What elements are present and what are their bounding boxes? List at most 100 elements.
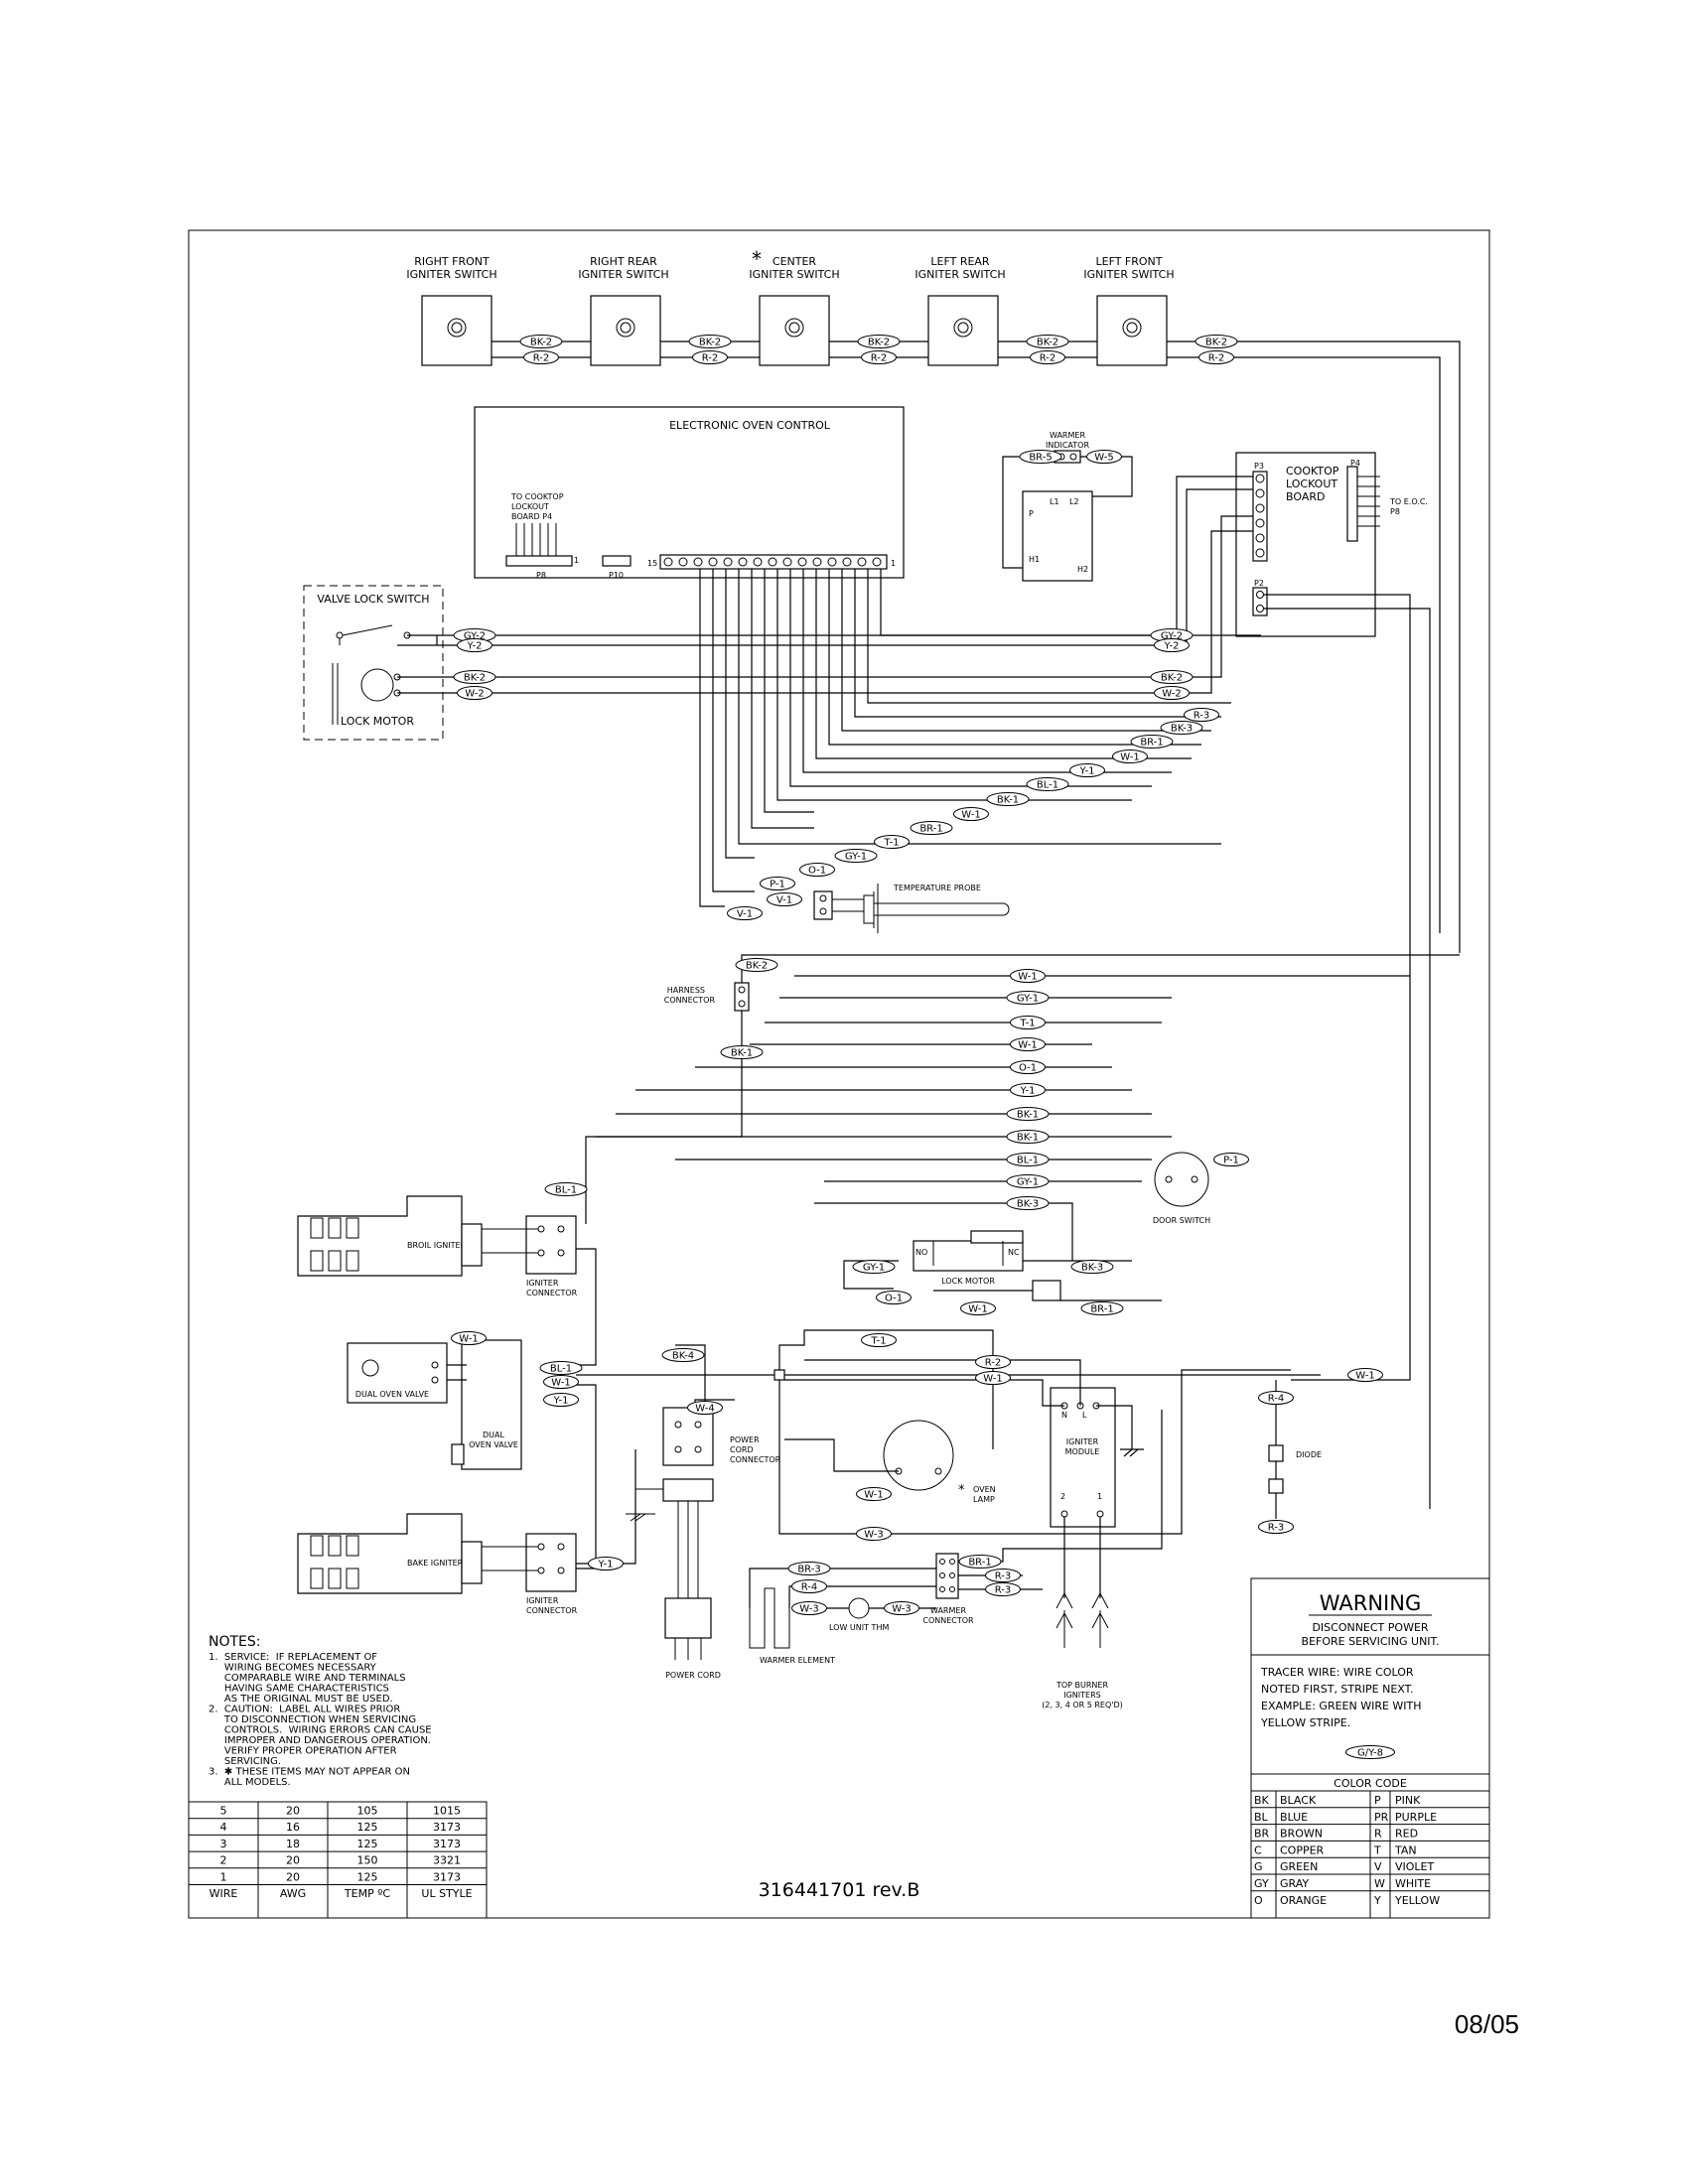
wire-tag-label: O-1 [808, 866, 826, 877]
wire-routing [397, 476, 1460, 1609]
color-code-abbr: W [1374, 1877, 1385, 1890]
dual-oven-valve-label: DUAL OVEN VALVE [355, 1390, 429, 1399]
wire-tag-label: R-4 [1268, 1394, 1285, 1405]
lock-motor-2-body [913, 1240, 1024, 1272]
nc-label: NC [1008, 1248, 1020, 1257]
color-code-abbr: T [1373, 1843, 1381, 1856]
wire-tag-label: R-3 [1268, 1523, 1285, 1534]
warmer-section: WARMER ELEMENT LOW UNIT THM WARMER CONNE… [749, 1553, 974, 1665]
lock-motor-icon [360, 668, 394, 702]
note-line: 1. SERVICE: IF REPLACEMENT OF [209, 1652, 377, 1663]
wire-tag-label: W-1 [864, 1490, 883, 1501]
switch-right-front-label-2: IGNITER SWITCH [406, 268, 496, 281]
switch-center [759, 295, 830, 366]
wire-tag-label: R-2 [985, 1358, 1002, 1369]
wire-tag-label: W-3 [892, 1604, 911, 1615]
wire-tag: R-2 [1030, 350, 1065, 364]
wire-tag-label: BK-4 [672, 1351, 694, 1362]
color-code-name: BLACK [1280, 1794, 1317, 1807]
wire-table-cell: 1 [220, 1870, 227, 1883]
wire-tag-label: BK-2 [746, 961, 768, 972]
broil-igniter-label: BROIL IGNITER [407, 1241, 467, 1250]
eoc-box [474, 406, 905, 579]
wire-tag-label: GY-1 [863, 1263, 885, 1274]
main-connector-pins [663, 557, 882, 567]
oven-lamp: * OVEN LAMP [883, 1420, 996, 1504]
pin1-label: 1 [891, 559, 896, 568]
wire-table-cell: 125 [357, 1838, 378, 1850]
module-2-label: 2 [1060, 1492, 1065, 1501]
top-burner-igniters-label-1: TOP BURNER [1055, 1681, 1108, 1690]
connector-pin [827, 557, 837, 567]
wire-tag: W-2 [457, 686, 492, 700]
color-code-name: PURPLE [1395, 1811, 1437, 1824]
note-line: 3. ✱ THESE ITEMS MAY NOT APPEAR ON [209, 1767, 410, 1778]
p10-label: P10 [609, 571, 624, 580]
wire-tag-label: T-1 [1019, 1019, 1035, 1029]
wire-tag: W-1 [543, 1375, 579, 1389]
dual-oven-valve-2-label-1: DUAL [483, 1431, 504, 1439]
note-line: SERVICING. [209, 1756, 281, 1767]
wire-table-cell: WIRE [210, 1887, 238, 1900]
wire-table-cell: 3 [220, 1838, 227, 1850]
igniter-module-label-2: MODULE [1065, 1447, 1100, 1456]
wire-tag-label: W-1 [968, 1304, 987, 1315]
wire-tag-label: BR-1 [968, 1558, 991, 1569]
wire-tag-label: W-4 [695, 1404, 714, 1415]
color-code-abbr: Y [1373, 1894, 1381, 1907]
color-code-abbr: PR [1374, 1811, 1389, 1824]
wire-tag-label: R-4 [801, 1582, 818, 1593]
wire-tag-label: BK-1 [731, 1048, 753, 1059]
door-switch-label: DOOR SWITCH [1153, 1216, 1210, 1225]
wire-tag: BK-2 [688, 335, 732, 348]
wire-tag: P-1 [760, 877, 795, 890]
wire-tag: GY-1 [852, 1260, 896, 1274]
wire-tag: W-1 [975, 1371, 1011, 1385]
wire-tag-label: BR-3 [797, 1565, 820, 1575]
p8-pin1: 1 [574, 556, 579, 565]
p3-label: P3 [1254, 462, 1264, 471]
wire-table-cell: AWG [280, 1887, 306, 1900]
switch-right-front-knob-icon [447, 318, 467, 338]
connector-pin [693, 557, 703, 567]
warning-line-2: BEFORE SERVICING UNIT. [1302, 1635, 1440, 1648]
note-line: AS THE ORIGINAL MUST BE USED. [209, 1694, 393, 1705]
to-eoc-label-1: TO E.O.C. [1389, 497, 1428, 506]
warmer-element-label: WARMER ELEMENT [760, 1656, 835, 1665]
wire-tag: T-1 [861, 1333, 897, 1347]
wire-tag: BR-1 [958, 1555, 1002, 1569]
wire-tag: BK-1 [720, 1045, 764, 1059]
oven-lamp-icon [883, 1420, 954, 1491]
warmer-indicator-label-1: WARMER [1050, 431, 1085, 440]
power-cord-connector-label-1: POWER [730, 1435, 760, 1444]
wire-tag: V-1 [727, 906, 763, 920]
wire-table-cell: UL STYLE [421, 1887, 472, 1900]
p8-connector [505, 555, 573, 567]
switch-h2-label: H2 [1077, 565, 1088, 574]
wire-tag-label: GY-2 [464, 631, 486, 642]
warmer-connector-label-2: CONNECTOR [922, 1616, 974, 1625]
power-cord-connector-label-2: CORD [730, 1445, 754, 1454]
note-line: IMPROPER AND DANGEROUS OPERATION. [209, 1735, 431, 1746]
color-code-abbr: GY [1254, 1877, 1269, 1890]
wire-tag-label: W-1 [551, 1378, 570, 1389]
color-code-abbr: G [1254, 1860, 1263, 1873]
wire-tag-label: GY-1 [845, 852, 867, 863]
note-line: CONTROLS. WIRING ERRORS CAN CAUSE [209, 1725, 432, 1736]
to-cooktop-label-2: LOCKOUT [511, 502, 549, 511]
switch-right-front [421, 295, 492, 366]
p3-pins [1255, 474, 1265, 558]
cooktop-lockout-board: COOKTOP LOCKOUT BOARD P3 P4 TO E.O.C. P8… [1235, 452, 1428, 637]
wire-tag-label: W-1 [1018, 972, 1037, 983]
color-code-abbr: O [1254, 1894, 1263, 1907]
switch-right-rear-label-1: RIGHT REAR [590, 255, 657, 268]
wire-tag-label: BR-1 [1090, 1304, 1113, 1315]
wire-tag: R-2 [861, 350, 897, 364]
wire-tag: O-1 [1010, 1060, 1046, 1074]
p10-connector [602, 555, 632, 567]
door-lock-motor: LOCK MOTOR NO NC [913, 1230, 1061, 1301]
p3-pin [1255, 503, 1265, 513]
wire-table-cell: 125 [357, 1870, 378, 1883]
connector-pin [857, 557, 867, 567]
wire-tag-label: W-1 [983, 1374, 1002, 1385]
